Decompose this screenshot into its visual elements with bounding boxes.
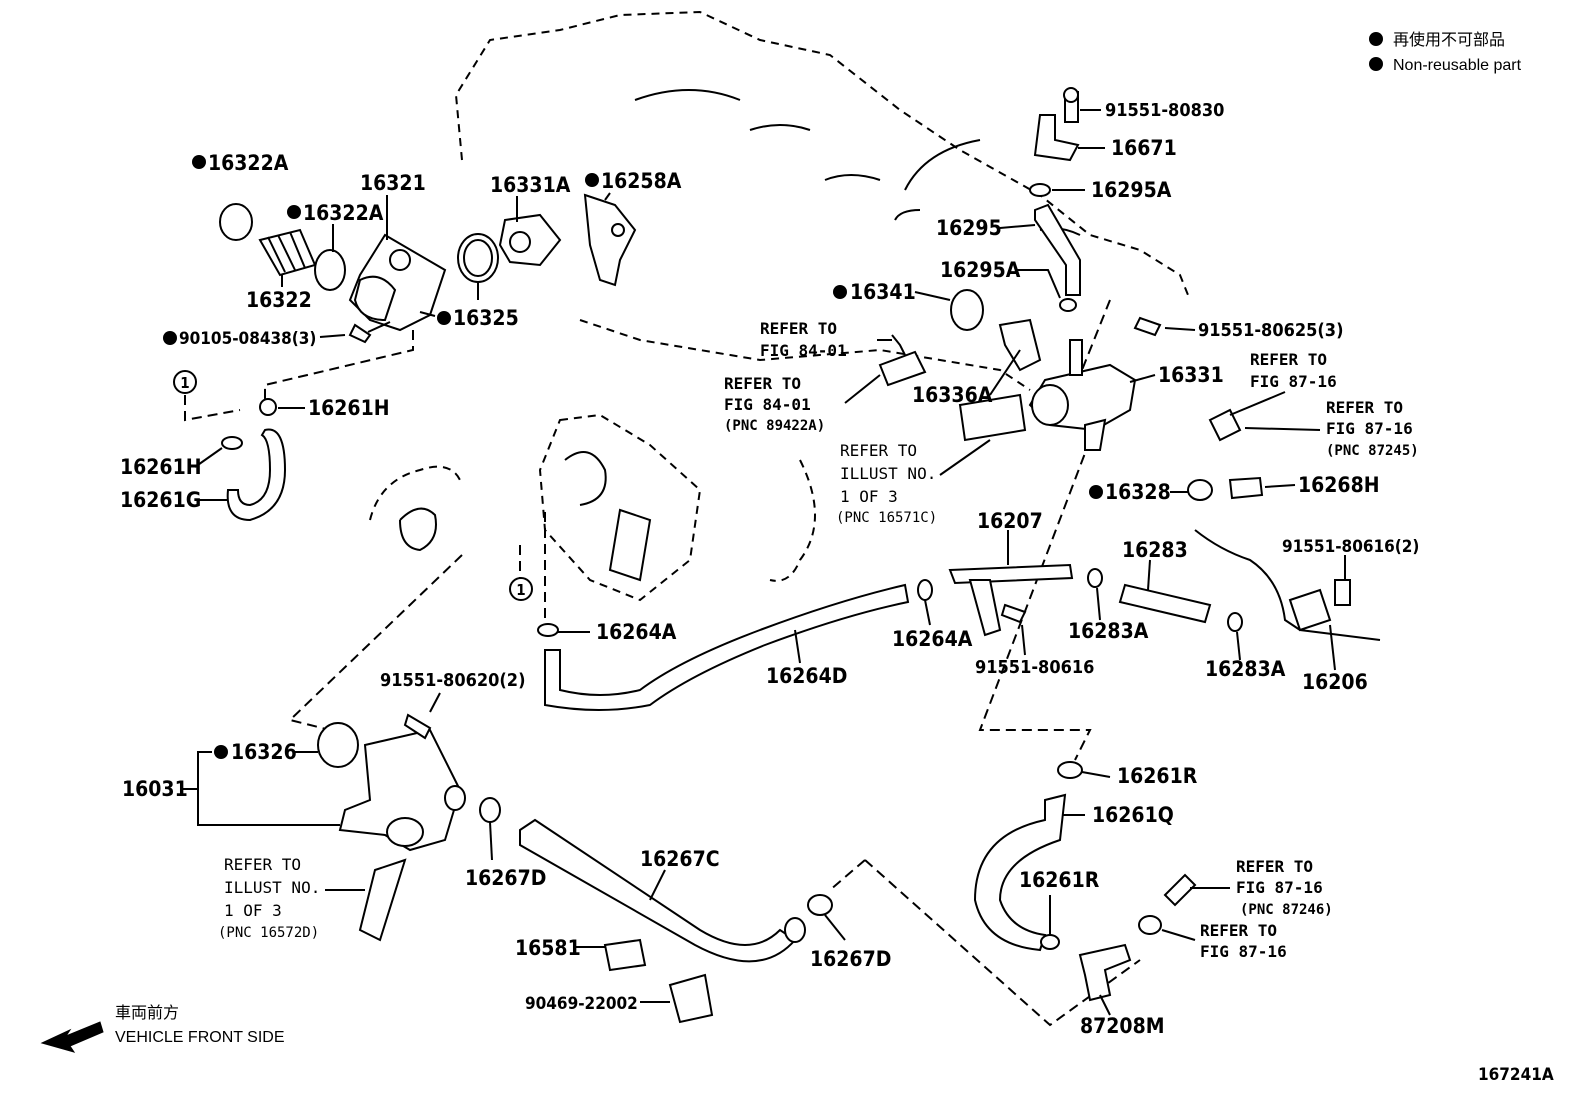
label-16295A: 16295A [940,258,1021,282]
label-90469-22002: 90469-22002 [525,994,638,1014]
label-16258A: 16258A [601,169,682,193]
label-16267D-right: 16267D [810,947,891,971]
figure-id: 167241A [1478,1065,1554,1085]
front-direction-en: VEHICLE FRONT SIDE [115,1029,285,1046]
ref-illust-16571C-line4: (PNC 16571C) [836,510,937,526]
label-16328: 16328 [1105,480,1171,504]
label-16261H-upper: 16261H [308,396,390,420]
label-16331A: 16331A [490,173,571,197]
connector-lines [184,299,1141,1027]
ref-fig-87-16-c-line3: (PNC 87246) [1240,902,1333,918]
ref-illust-16572D-line3: 1 OF 3 [224,901,282,920]
label-91551-80616: 91551-80616 [975,657,1094,678]
label-16264A-left: 16264A [596,620,677,644]
ref-illust-16572D-line4: (PNC 16572D) [218,925,319,941]
label-16206: 16206 [1302,670,1368,694]
label-16295A-upper: 16295A [1091,178,1172,202]
ref-fig-84-01-b-line3: (PNC 89422A) [724,418,825,434]
label-16267C: 16267C [640,847,720,871]
label-16331: 16331 [1158,363,1224,387]
marker-1b: 1 [516,581,525,599]
ref-illust-16572D-line2: ILLUST NO. [224,878,320,897]
ref-fig-87-16-d-line1: REFER TO [1200,921,1277,940]
ref-fig-87-16-b-line1: REFER TO [1326,398,1403,417]
leader-lines [180,109,1346,1016]
label-91551-80625: 91551-80625(3) [1198,320,1343,341]
label-91551-80620: 91551-80620(2) [380,670,525,691]
label-16326: 16326 [231,740,297,764]
label-87208M: 87208M [1080,1014,1165,1038]
non-reusable-markers [163,32,1383,759]
front-direction-jp: 車両前方 [115,1004,179,1022]
label-16581: 16581 [515,936,581,960]
label-16268H: 16268H [1298,473,1380,497]
label-90105-08438: 90105-08438(3) [179,329,316,349]
ref-fig-84-01-b-line2: FIG 84-01 [724,395,811,414]
circle-markers: 1 1 [173,370,533,601]
label-16322: 16322 [246,288,312,312]
label-16261Q: 16261Q [1092,803,1174,827]
ref-illust-16571C-line1: REFER TO [840,441,917,460]
ref-fig-87-16-c-line1: REFER TO [1236,857,1313,876]
part-labels: 16322A 16322A 16321 16322 16331A 16258A … [120,100,1419,1038]
label-91551-80616-2: 91551-80616(2) [1282,537,1419,557]
label-16283A-left: 16283A [1068,619,1149,643]
label-16283: 16283 [1122,538,1188,562]
legend: 再使用不可部品 Non-reusable part [1393,31,1522,74]
label-16341: 16341 [850,280,916,304]
label-16264D: 16264D [766,664,847,688]
label-16322A: 16322A [303,201,384,225]
label-16261R-upper: 16261R [1117,764,1198,788]
ref-fig-87-16-d-line2: FIG 87-16 [1200,942,1287,961]
ref-fig-87-16-a-line1: REFER TO [1250,350,1327,369]
label-16283A-right: 16283A [1205,657,1286,681]
label-16336A: 16336A [912,383,993,407]
label-16267D-left: 16267D [465,866,546,890]
ref-fig-87-16-a-line2: FIG 87-16 [1250,372,1337,391]
label-16207: 16207 [977,509,1043,533]
label-16261G: 16261G [120,488,201,512]
ref-illust-16571C-line2: ILLUST NO. [840,464,936,483]
ref-fig-87-16-b-line3: (PNC 87245) [1326,443,1419,459]
footer: 車両前方 VEHICLE FRONT SIDE 167241A [115,1004,1554,1085]
label-16261R: 16261R [1019,868,1100,892]
ref-illust-16572D-line1: REFER TO [224,855,301,874]
ref-fig-87-16-b-line2: FIG 87-16 [1326,419,1413,438]
label-16325: 16325 [453,306,519,330]
label-16671: 16671 [1111,136,1177,160]
marker-1a: 1 [180,374,189,392]
ref-fig-84-01-b-line1: REFER TO [724,374,801,393]
engine-outline [369,10,1191,602]
label-16321: 16321 [360,171,426,195]
ref-fig-84-01-a-line1: REFER TO [760,319,837,338]
label-16322A-upper: 16322A [208,151,289,175]
label-16295: 16295 [936,216,1002,240]
ref-fig-84-01-a-line2: FIG 84-01 [760,341,847,360]
reference-notes: REFER TO FIG 84-01 REFER TO FIG 84-01 (P… [218,319,1419,961]
label-16031: 16031 [122,777,188,801]
legend-jp: 再使用不可部品 [1393,31,1505,49]
label-16261H: 16261H [120,455,202,479]
part-drawings [40,87,1381,1053]
ref-illust-16571C-line3: 1 OF 3 [840,487,898,506]
legend-en: Non-reusable part [1393,57,1522,74]
label-91551-80830: 91551-80830 [1105,100,1224,121]
label-16264A-right: 16264A [892,627,973,651]
ref-fig-87-16-c-line2: FIG 87-16 [1236,878,1323,897]
